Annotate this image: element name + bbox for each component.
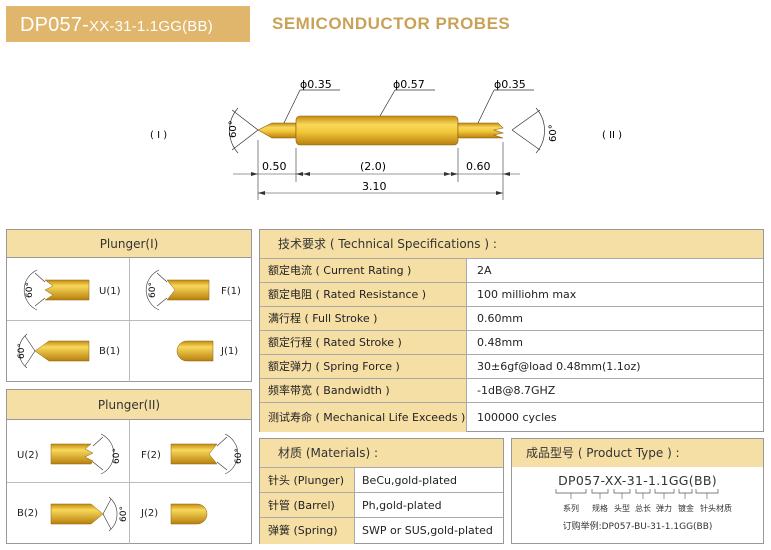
plunger1-shapes: 60° 60° 60° [17,269,214,369]
material-label: 弹簧 (Spring) [260,518,355,544]
spec-row: 频率带宽 ( Bandwidth ) -1dB@8.7GHZ [260,378,763,403]
dim-mid: (2.0) [360,160,386,173]
dim-tip: 0.50 [262,160,287,173]
material-row: 针管 (Barrel) Ph,gold-plated [260,492,503,518]
f2-code: F(2) [141,450,161,461]
plunger2-shapes: 60° 60° 60° [50,433,244,532]
plunger1-title: Plunger(I) [7,230,251,258]
specs-panel: 技术要求 ( Technical Specifications ) : 额定电流… [259,229,764,432]
spec-row: 测试寿命 ( Mechanical Life Exceeds ) 100000 c… [260,402,763,432]
part-suffix: XX-31-1.1GG(BB) [89,18,213,35]
dia-mid: ϕ0.57 [393,78,425,91]
legend-tip-material: 针头材质 [700,504,732,513]
material-label: 针头 (Plunger) [260,468,355,493]
u1-code: U(1) [99,286,121,297]
legend-head: 头型 [614,504,630,513]
end-right-label: ( II ) [602,130,622,141]
barrel [295,115,459,146]
f2-angle: 60° [234,448,244,464]
legend-force: 弹力 [656,504,672,513]
b2-angle: 60° [119,506,129,522]
spec-label: 额定弹力 ( Spring Force ) [260,355,467,379]
spec-row: 额定行程 ( Rated Stroke ) 0.48mm [260,330,763,355]
material-value: SWP or SUS,gold-plated [362,524,493,537]
legend-plating: 镀金 [678,504,694,513]
plunger2-title: Plunger(II) [7,390,251,420]
u2-code: U(2) [17,450,39,461]
j1-code: J(1) [221,346,239,357]
u2-angle: 60° [112,448,122,464]
legend-length: 总长 [635,504,651,513]
spec-value: 0.48mm [477,336,523,349]
b1-angle: 60° [17,343,27,359]
category-title: SEMICONDUCTOR PROBES [272,14,511,33]
spec-value: -1dB@8.7GHZ [477,384,556,397]
f1-angle: 60° [148,282,158,298]
angle-left: 60° [228,120,239,138]
f1-notch-icon [166,279,210,301]
plunger2-panel: Plunger(II) 60° 60° 60° U(2) F(2) B(2) J… [6,389,252,544]
u1-crown-icon [44,279,90,301]
code-brackets [555,489,719,499]
j2-round-icon [170,503,208,525]
material-row: 针头 (Plunger) BeCu,gold-plated [260,467,503,493]
product-type-panel: 成品型号 ( Product Type ) : DP057-XX-31-1.1G… [511,438,764,544]
dim-total: 3.10 [362,180,387,193]
b1-code: B(1) [99,346,121,357]
spec-value: 100 milliohm max [477,288,577,301]
angle-right: 60° [548,124,559,142]
f1-code: F(1) [221,286,241,297]
spec-value: 100000 cycles [477,411,557,424]
specs-title: 技术要求 ( Technical Specifications ) : [260,230,763,258]
product-type-title: 成品型号 ( Product Type ) : [512,439,763,467]
spec-label: 额定电流 ( Current Rating ) [260,259,467,283]
part-number-banner: DP057-XX-31-1.1GG(BB) [6,6,250,42]
materials-title: 材质 (Materials) : [260,439,503,467]
u1-angle: 60° [25,282,35,298]
spec-value: 0.60mm [477,312,523,325]
spec-row: 额定电阻 ( Rated Resistance ) 100 milliohm ma… [260,282,763,307]
material-value: Ph,gold-plated [362,499,442,512]
end-left-label: ( I ) [150,130,167,141]
material-row: 弹簧 (Spring) SWP or SUS,gold-plated [260,517,503,544]
spec-label: 频率带宽 ( Bandwidth ) [260,379,467,403]
u2-crown-icon [50,443,94,465]
dia-right: ϕ0.35 [494,78,526,91]
part-prefix: DP057- [20,14,90,36]
spec-label: 额定电阻 ( Rated Resistance ) [260,283,467,307]
right-plunger-crown [457,122,505,139]
product-code: DP057-XX-31-1.1GG(BB) [558,473,717,488]
b1-cone-icon [34,340,90,362]
part-number: DP057-XX-31-1.1GG(BB) [20,14,213,37]
j1-round-icon [176,340,214,362]
spec-label: 额定行程 ( Rated Stroke ) [260,331,467,355]
legend-spec: 规格 [592,504,608,513]
spec-value: 30±6gf@load 0.48mm(1.1oz) [477,360,641,373]
order-example: 订购举例:DP057-BU-31-1.1GG(BB) [562,522,713,532]
dia-left: ϕ0.35 [300,78,332,91]
materials-panel: 材质 (Materials) : 针头 (Plunger) BeCu,gold-p… [259,438,504,544]
spec-row: 满行程 ( Full Stroke ) 0.60mm [260,306,763,331]
b2-cone-icon [50,503,104,525]
f2-notch-icon [170,443,218,465]
j2-code: J(2) [141,508,159,519]
dim-right: 0.60 [466,160,491,173]
material-value: BeCu,gold-plated [362,474,458,487]
plunger1-panel: Plunger(I) 60° 60° 60° U(1) F(1) B(1) J(… [6,229,252,382]
spec-row: 额定电流 ( Current Rating ) 2A [260,258,763,283]
spec-label: 测试寿命 ( Mechanical Life Exceeds ) [260,403,467,432]
spec-label: 满行程 ( Full Stroke ) [260,307,467,331]
left-plunger-tip [257,122,297,139]
probe-drawing: ( I ) ( II ) 60° 60° ϕ0.35 ϕ0.57 ϕ0.35 0… [150,78,622,200]
spec-value: 2A [477,264,492,277]
spec-row: 额定弹力 ( Spring Force ) 30±6gf@load 0.48mm(… [260,354,763,379]
legend-series: 系列 [563,504,579,513]
b2-code: B(2) [17,508,39,519]
material-label: 针管 (Barrel) [260,493,355,518]
